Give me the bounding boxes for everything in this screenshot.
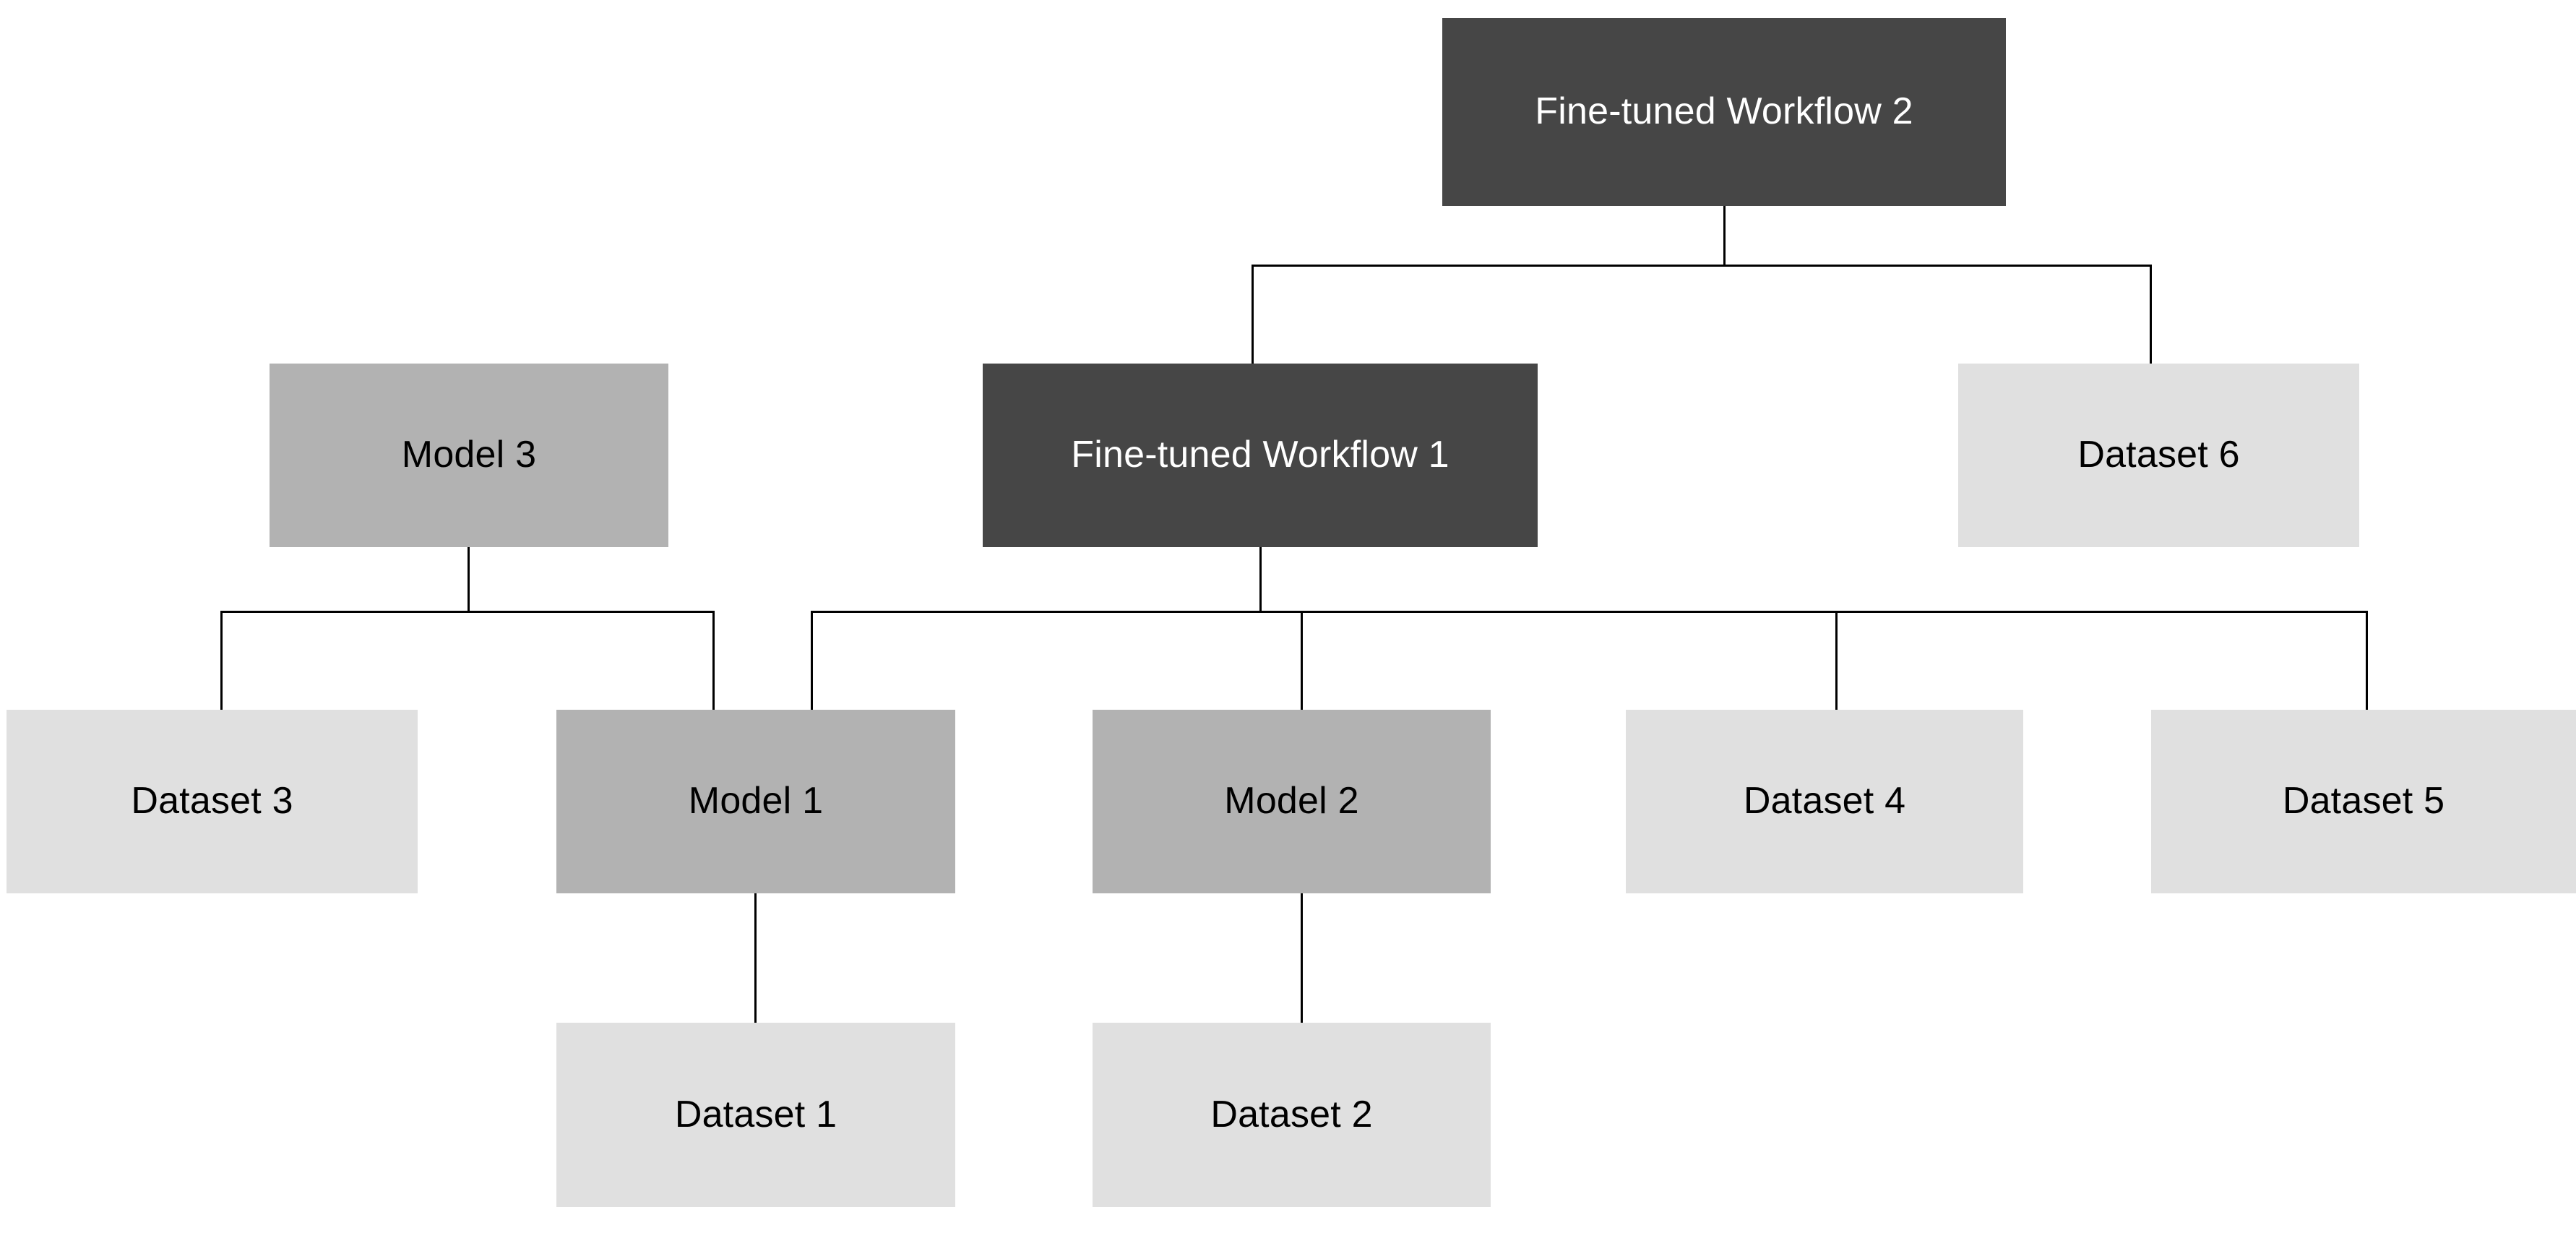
edge-ftwf2-to-ftwf1 (1252, 265, 1254, 364)
node-fine-tuned-workflow-2[interactable]: Fine-tuned Workflow 2 (1442, 18, 2006, 206)
edge-model3-to-dataset3 (220, 611, 223, 710)
edge-model3-to-model1 (712, 611, 715, 710)
node-model-3[interactable]: Model 3 (270, 364, 668, 547)
node-dataset-2[interactable]: Dataset 2 (1093, 1023, 1491, 1207)
edge-ftwf1-to-model1 (811, 611, 813, 710)
node-dataset-4[interactable]: Dataset 4 (1626, 710, 2023, 893)
edge-ftwf2-stem (1723, 206, 1726, 267)
node-dataset-3[interactable]: Dataset 3 (7, 710, 418, 893)
edge-model2-to-dataset2 (1301, 893, 1303, 1023)
edge-model1-to-dataset1 (754, 893, 757, 1023)
edge-model3-bus (220, 611, 715, 613)
node-dataset-5[interactable]: Dataset 5 (2151, 710, 2576, 893)
node-dataset-1[interactable]: Dataset 1 (556, 1023, 955, 1207)
edge-ftwf1-to-model2 (1301, 611, 1303, 710)
edge-ftwf2-to-dataset6 (2150, 265, 2152, 364)
node-fine-tuned-workflow-1[interactable]: Fine-tuned Workflow 1 (983, 364, 1538, 547)
node-dataset-6[interactable]: Dataset 6 (1958, 364, 2359, 547)
edge-ftwf2-bus (1252, 265, 2152, 267)
edge-ftwf1-to-dataset5 (2366, 611, 2368, 710)
node-model-2[interactable]: Model 2 (1093, 710, 1491, 893)
node-model-1[interactable]: Model 1 (556, 710, 955, 893)
edge-model3-stem (468, 547, 470, 612)
edge-ftwf1-bus (811, 611, 2368, 613)
edge-ftwf1-to-dataset4 (1835, 611, 1838, 710)
edge-ftwf1-stem (1259, 547, 1262, 612)
